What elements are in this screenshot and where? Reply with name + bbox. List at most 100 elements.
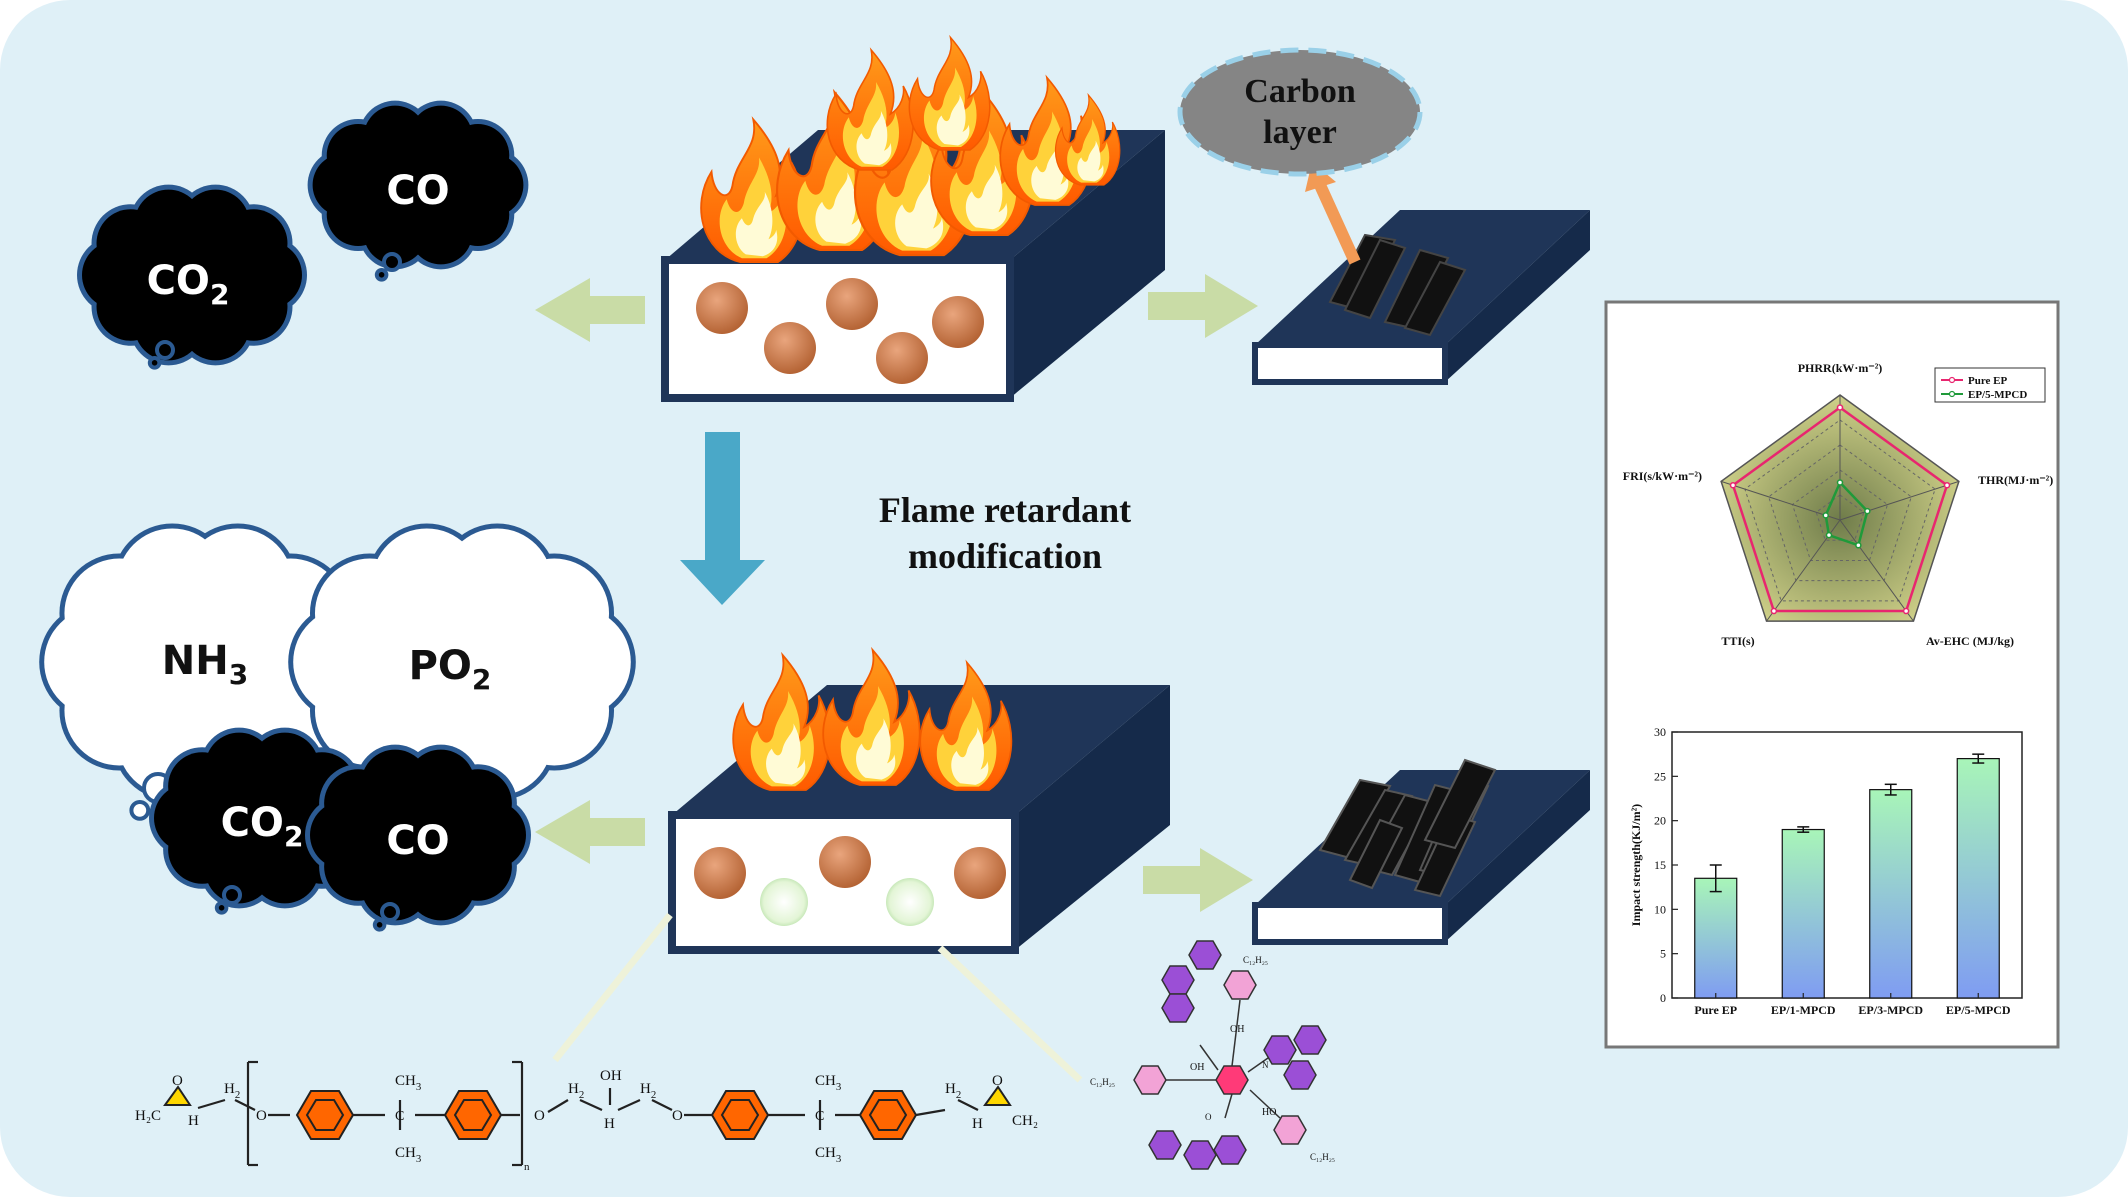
gas-formula: NH3 — [162, 638, 248, 691]
epoxide-ring — [163, 1085, 192, 1106]
atom-base: H — [568, 1081, 579, 1097]
particle-brown — [954, 847, 1006, 899]
dopo-ring — [1183, 1140, 1217, 1170]
legend-label: EP/5-MPCD — [1968, 389, 2027, 401]
cloud-co2-top — [77, 184, 307, 366]
radar-point — [1943, 481, 1951, 489]
atom-subscript: 2 — [956, 1089, 961, 1101]
bar — [1694, 877, 1738, 999]
y-tick-label: 30 — [1654, 725, 1666, 739]
arrow-right-bottom — [1143, 848, 1253, 912]
particle-brown — [764, 322, 816, 374]
y-tick-label: 10 — [1654, 902, 1666, 916]
y-axis-label: Impact strength(KJ/m²) — [1629, 804, 1643, 926]
cloud-body — [342, 574, 582, 750]
cloud-co-bottom — [305, 744, 531, 926]
gas-formula-subscript: 2 — [472, 663, 491, 696]
radar-point — [1825, 531, 1833, 539]
atom-label: CH3 — [815, 1073, 841, 1093]
carbon-label-1: Carbon — [1244, 73, 1356, 110]
particle-brown — [826, 278, 878, 330]
bond — [1224, 1093, 1233, 1119]
atom-base: H — [945, 1081, 956, 1097]
particle-brown — [696, 282, 748, 334]
phenol-ring — [1273, 1115, 1307, 1145]
radar-series-line — [1731, 405, 1949, 613]
atom-base: CH — [815, 1073, 836, 1089]
y-tick-label: 25 — [1654, 769, 1666, 783]
bond — [617, 1098, 641, 1112]
bond — [1247, 1057, 1269, 1073]
cloud-co-top — [307, 100, 529, 270]
radar-point — [1729, 481, 1737, 489]
flame-retardant-label-2: modification — [908, 536, 1102, 576]
arrow-left-top — [535, 278, 645, 342]
gas-formula: CO2 — [221, 800, 304, 853]
x-tick-label: Pure EP — [1694, 1003, 1737, 1017]
phenol-ring — [1133, 1065, 1167, 1095]
cloud-tail-bubble — [374, 268, 389, 282]
atom-label: H₂C — [135, 1108, 161, 1124]
cloud-tail-bubble — [147, 356, 162, 370]
atom-label: C — [815, 1109, 824, 1124]
bond — [579, 1098, 603, 1112]
bar — [1869, 789, 1913, 999]
cloud-tail-bubble — [222, 885, 242, 905]
cloud-body — [340, 778, 496, 892]
atom-label: H2 — [224, 1081, 240, 1101]
cloud-tail-bubble — [382, 252, 402, 272]
y-tick-label: 0 — [1660, 991, 1666, 1005]
bond — [1231, 999, 1241, 1067]
particle-brown — [694, 847, 746, 899]
atom-label: H2 — [640, 1081, 656, 1101]
gas-formula: CO2 — [147, 258, 230, 311]
y-tick-label: 20 — [1654, 814, 1666, 828]
cloud-tail — [372, 902, 400, 932]
bond — [197, 1098, 226, 1110]
gas-formula-base: CO — [386, 168, 449, 214]
atom-label: H — [604, 1116, 615, 1132]
cloud-body — [93, 574, 317, 750]
radar-axis-label: THR(MJ·m⁻²) — [1978, 473, 2053, 487]
bar — [1956, 757, 2000, 999]
x-tick-label: EP/3-MPCD — [1858, 1003, 1923, 1017]
dopo-ring — [1161, 993, 1195, 1023]
particle-brown — [932, 296, 984, 348]
dopo-ring — [1161, 965, 1195, 995]
cloud-tail-bubble — [214, 901, 229, 915]
particle-brown — [819, 836, 871, 888]
gas-formula-subscript: 2 — [210, 278, 229, 311]
atom-label: CH3 — [815, 1145, 841, 1165]
radar-axis-label: PHRR(kW·m⁻²) — [1798, 361, 1883, 375]
legend-label: Pure EP — [1968, 375, 2007, 387]
gas-formula-subscript: 2 — [284, 820, 303, 853]
atom-base: H — [224, 1081, 235, 1097]
atom-base: CH — [395, 1073, 416, 1089]
dopo-ring — [1283, 1060, 1317, 1090]
flame-retardant-label-1: Flame retardant — [879, 490, 1131, 530]
legend-marker — [1948, 376, 1956, 384]
cloud-tail-bubble — [129, 800, 151, 821]
gas-formula-base: NH — [162, 638, 229, 684]
atom-label: OH — [1230, 1024, 1244, 1035]
atom-label: OH — [1190, 1062, 1204, 1073]
radar-point — [1836, 404, 1844, 411]
bar — [1781, 828, 1825, 999]
radar-axis-label: FRI(s/kW·m⁻²) — [1623, 469, 1702, 483]
radar-spoke — [1839, 519, 1914, 622]
atom-label: N — [1262, 1060, 1269, 1070]
dopo-ring — [1148, 1130, 1182, 1160]
bond — [651, 1099, 673, 1111]
triazine-ring — [1215, 1065, 1249, 1095]
atom-base: CH — [395, 1145, 416, 1161]
atom-label: H — [188, 1113, 199, 1129]
radar-point — [1864, 507, 1871, 515]
dopo-ring — [1188, 940, 1222, 970]
atom-label: CH3 — [395, 1145, 421, 1165]
gas-formula-base: CO — [147, 258, 210, 304]
atom-label: C₁₂H₂₅ — [1090, 1077, 1115, 1087]
